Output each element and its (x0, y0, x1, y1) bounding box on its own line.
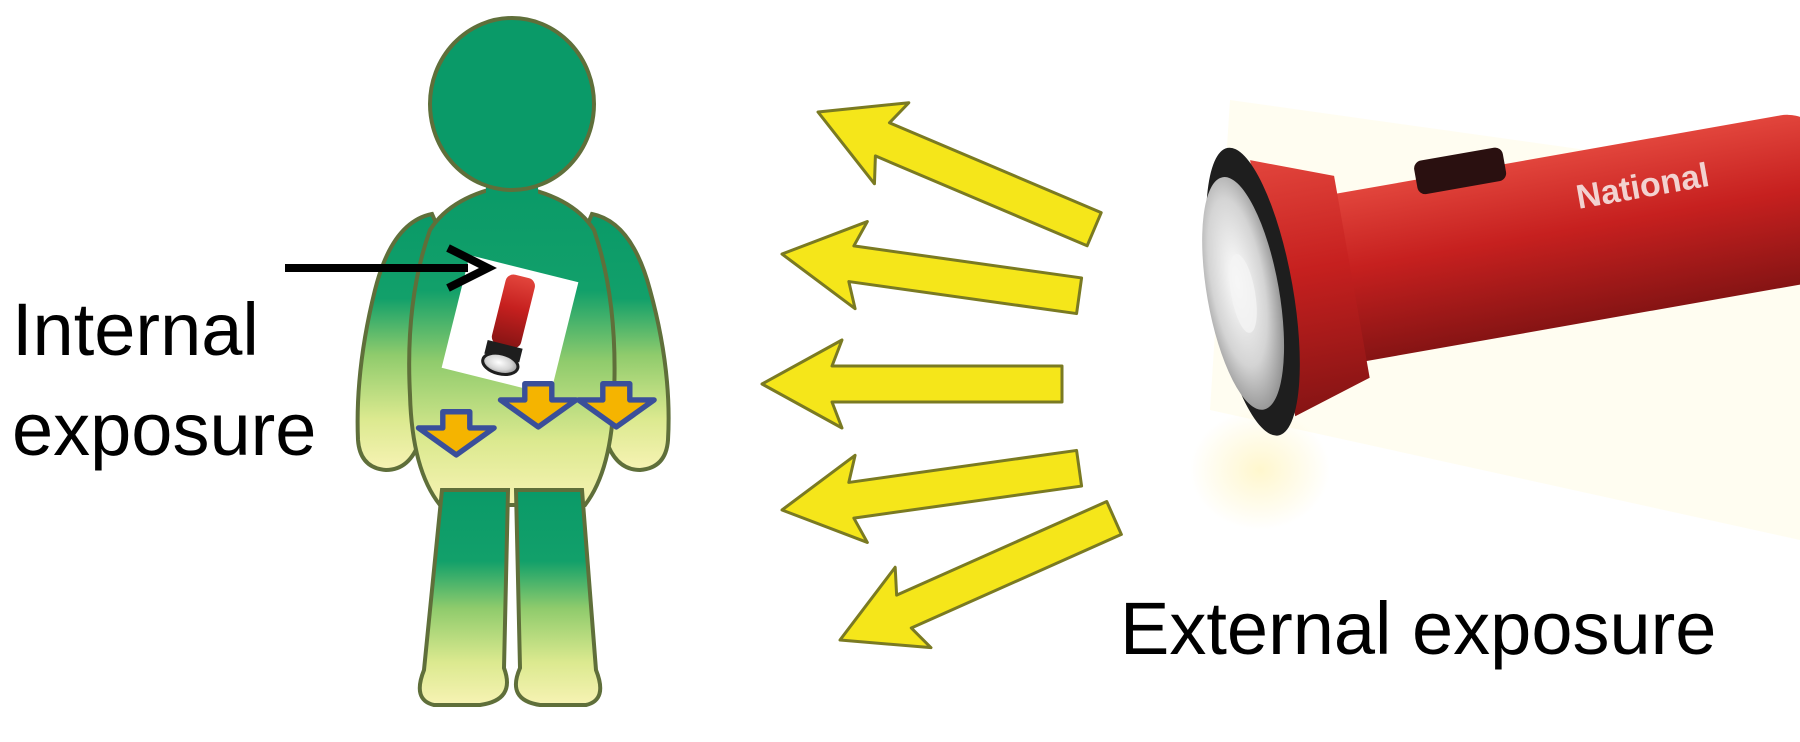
beam-glow (1190, 410, 1330, 530)
internal-label-line1: Internal (12, 280, 316, 380)
arrow-left-icon (776, 210, 1085, 339)
arrow-left-icon (762, 340, 1062, 428)
external-exposure-label: External exposure (1120, 592, 1716, 666)
right-leg (516, 490, 600, 705)
internal-label-line2: exposure (12, 380, 316, 480)
external-radiation-arrows (762, 71, 1132, 680)
left-leg (420, 490, 508, 705)
internal-exposure-label: Internal exposure (12, 280, 316, 480)
head (430, 18, 594, 190)
